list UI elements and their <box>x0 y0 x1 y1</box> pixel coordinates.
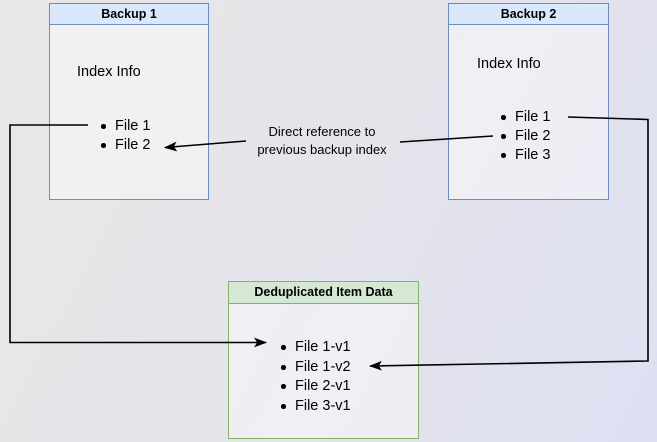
node-backup-2: Backup 2 Index Info File 1 File 2 File 3 <box>448 3 609 200</box>
dedup-file-item: File 1-v1 <box>281 338 351 358</box>
node-backup-1-title: Backup 1 <box>50 4 208 25</box>
node-backup-1: Backup 1 Index Info File 1 File 2 <box>49 3 209 200</box>
backup-1-file-item: File 2 <box>101 136 150 155</box>
backup-1-file-item: File 1 <box>101 117 150 136</box>
backup-2-index-info-label: Index Info <box>477 56 541 72</box>
dedup-file-item: File 1-v2 <box>281 358 351 378</box>
edge-label-line-2: previous backup index <box>257 142 387 157</box>
dedup-file-list: File 1-v1 File 1-v2 File 2-v1 File 3-v1 <box>281 338 351 416</box>
node-dedup-title: Deduplicated Item Data <box>229 282 418 304</box>
dedup-file-item: File 2-v1 <box>281 377 351 397</box>
backup-2-file-item: File 2 <box>501 127 550 146</box>
dedup-file-item: File 3-v1 <box>281 397 351 417</box>
backup-2-file-item: File 1 <box>501 108 550 127</box>
node-deduplicated-item-data: Deduplicated Item Data File 1-v1 File 1-… <box>228 281 419 439</box>
backup-1-file-list: File 1 File 2 <box>101 117 150 155</box>
node-backup-2-title: Backup 2 <box>449 4 608 25</box>
edge-label-direct-reference: Direct reference to previous backup inde… <box>237 123 407 159</box>
backup-2-file-item: File 3 <box>501 146 550 165</box>
backup-2-file-list: File 1 File 2 File 3 <box>501 108 550 165</box>
edge-label-line-1: Direct reference to <box>268 124 376 139</box>
backup-1-index-info-label: Index Info <box>77 64 141 80</box>
